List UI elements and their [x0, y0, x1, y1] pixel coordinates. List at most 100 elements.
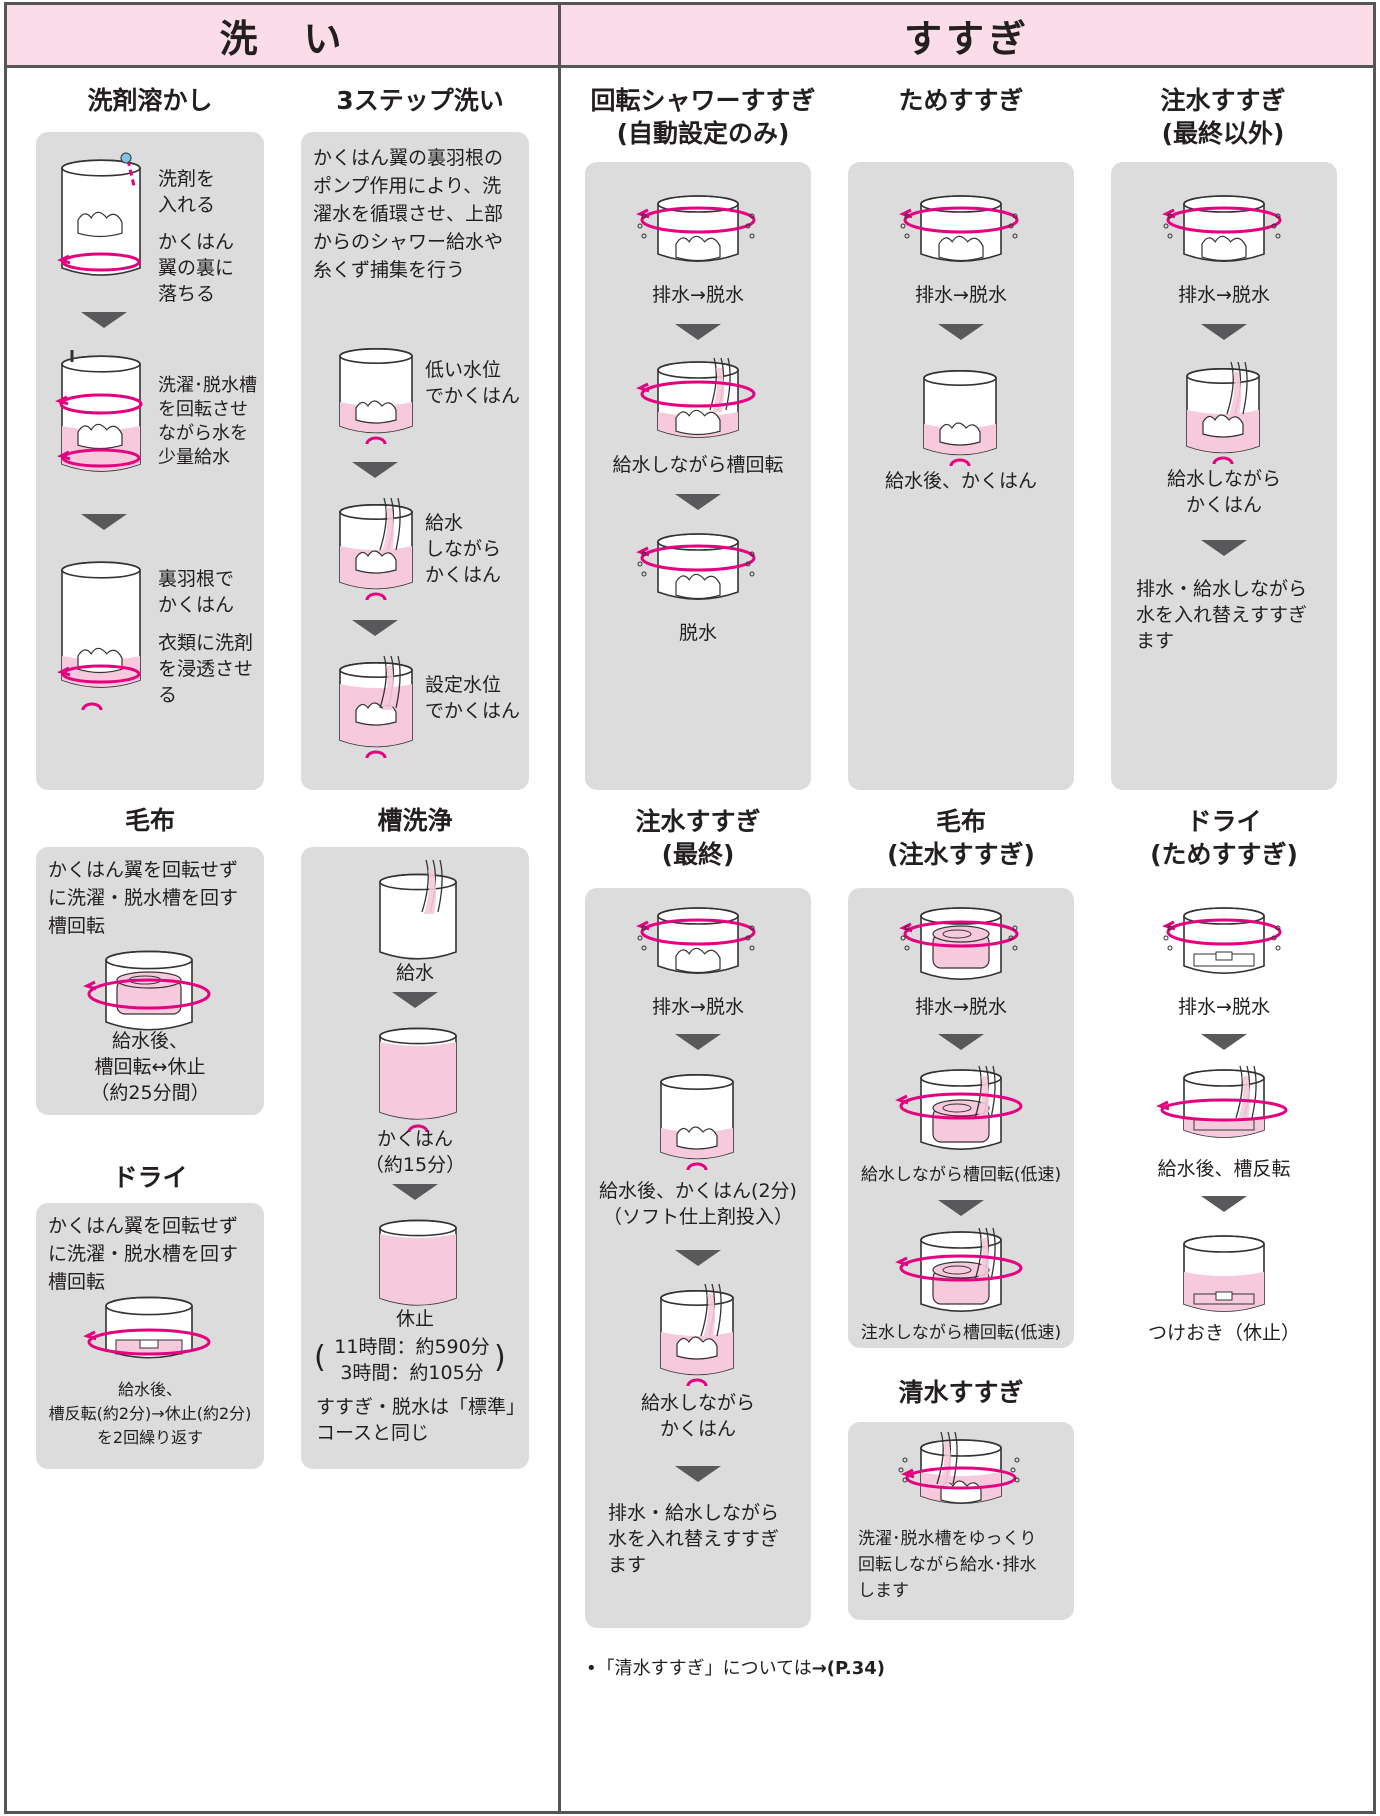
pour-rinse-final-title: 注水すすぎ(最終) — [635, 807, 761, 869]
flow-arrow — [81, 514, 127, 530]
tub-pour-agitate-icon — [660, 1283, 734, 1387]
tub-agitate-icon — [660, 1074, 734, 1171]
footnote-text: •「清水すすぎ」については — [586, 1658, 812, 1679]
step-text: 給水後、槽反転 — [1157, 1158, 1291, 1180]
washer-tub-detergent-icon — [57, 152, 141, 276]
step-text: 洗剤を入れる — [158, 168, 216, 216]
paren-left: ( — [314, 1340, 326, 1375]
tub-spin-pour-icon — [636, 357, 756, 438]
blanket-roll-icon — [83, 950, 211, 1031]
flow-arrow — [675, 324, 721, 340]
step-text: 排水→脱水 — [1178, 284, 1270, 306]
pour-rinse-mid-panel — [1111, 162, 1337, 790]
blanket-pour-spin-icon — [895, 1065, 1023, 1150]
blanket-pour-spin-icon — [895, 1227, 1023, 1312]
three-step-panel — [301, 132, 529, 790]
tame-rinse-panel — [848, 162, 1074, 790]
step-text: 給水しながらかくはん — [640, 1392, 755, 1440]
step-text: つけおき（休止） — [1147, 1322, 1300, 1344]
step-text: 給水しながらかくはん — [1166, 468, 1281, 516]
tub-filled-icon — [379, 1027, 457, 1133]
step-text: 排水→脱水 — [652, 284, 744, 306]
blanket-description: かくはん翼を回転せずに洗濯・脱水槽を回す槽回転 — [48, 859, 239, 937]
tub-drain-spin-icon — [636, 907, 756, 974]
step-text: 休止 — [395, 1308, 434, 1330]
tub-drain-spin-icon — [636, 195, 756, 262]
step-text: 給水しながらかくはん — [425, 512, 502, 586]
dry-tub-reverse-icon — [1156, 1065, 1288, 1138]
dry-tub-drain-icon — [1162, 907, 1282, 974]
page-link[interactable]: →(P.34) — [811, 1658, 886, 1679]
flow-arrow — [938, 324, 984, 340]
blanket-caption: 給水後、槽回転↔休止（約25分間） — [90, 1030, 210, 1104]
column-divider — [558, 2, 561, 1814]
washer-tub-agitate-icon — [57, 561, 141, 711]
flow-arrow — [675, 1466, 721, 1482]
flow-arrow — [392, 992, 438, 1008]
tub-rest-icon — [379, 1219, 457, 1306]
step-text: 給水しながら槽回転 — [612, 454, 784, 476]
clear-rinse-note: 洗濯･脱水槽をゆっくり回転しながら給水･排水します — [858, 1529, 1037, 1601]
tub-low-water-icon — [339, 348, 413, 445]
three-step-title: 3ステップ洗い — [336, 86, 504, 115]
dry-title: ドライ — [112, 1163, 188, 1192]
flow-arrow — [352, 462, 398, 478]
step-text: かくはん（約15分） — [364, 1128, 466, 1176]
pour-rinse-mid-title: 注水すすぎ(最終以外) — [1160, 86, 1286, 148]
flow-arrow — [675, 1250, 721, 1266]
pour-rinse-final-note: 排水・給水しながら水を入れ替えすすぎます — [608, 1502, 780, 1576]
footnote: •「清水すすぎ」については→(P.34) — [586, 1656, 885, 1682]
detergent-title: 洗剤溶かし — [87, 86, 213, 115]
paren-right: ) — [494, 1340, 506, 1375]
step-text: 給水しながら槽回転(低速) — [860, 1165, 1062, 1185]
step-text: 給水後、かくはん(2分)（ソフト仕上剤投入） — [599, 1180, 797, 1228]
step-text: 注水しながら槽回転(低速) — [860, 1323, 1062, 1343]
step-text: 排水→脱水 — [915, 284, 1007, 306]
flow-arrow — [1201, 1196, 1247, 1212]
shower-rinse-title: 回転シャワーすすぎ(自動設定のみ) — [590, 86, 816, 148]
pour-rinse-mid-note: 排水・給水しながら水を入れ替えすすぎます — [1136, 578, 1308, 652]
flow-arrow — [938, 1200, 984, 1216]
flow-arrow — [938, 1034, 984, 1050]
tank-clean-title: 槽洗浄 — [377, 806, 453, 835]
flow-arrow — [1201, 324, 1247, 340]
tub-spin-icon — [636, 533, 756, 600]
step-text: 衣類に洗剤を浸透させる — [158, 632, 254, 706]
tub-drain-spin-icon — [899, 195, 1019, 262]
page-frame — [4, 2, 1376, 1814]
flow-arrow — [675, 1034, 721, 1050]
step-text: 脱水 — [678, 622, 717, 644]
tub-pour-agitate-icon — [1186, 361, 1260, 465]
dry-rinse-title: ドライ(ためすすぎ) — [1150, 807, 1298, 869]
flow-arrow — [1201, 540, 1247, 556]
tub-full-water-icon — [339, 655, 413, 759]
tub-pour-water-icon — [339, 497, 413, 601]
flow-arrow — [81, 312, 127, 328]
tub-pour-icon — [379, 859, 457, 960]
tub-agitate-icon — [923, 370, 997, 467]
blanket-rinse-title: 毛布(注水すすぎ) — [887, 807, 1035, 869]
blanket-drain-icon — [899, 907, 1019, 980]
step-text: 給水 — [395, 962, 434, 984]
step-text: 裏羽根でかくはん — [158, 568, 235, 616]
flow-arrow — [392, 1184, 438, 1200]
step-text: 排水→脱水 — [652, 996, 744, 1018]
flow-arrow — [1201, 1034, 1247, 1050]
dry-tub-reverse-icon — [83, 1296, 211, 1359]
step-text: 排水→脱水 — [915, 996, 1007, 1018]
flow-arrow — [675, 494, 721, 510]
blanket-title: 毛布 — [124, 806, 175, 835]
tub-drain-spin-icon — [1162, 195, 1282, 262]
rinse-header: すすぎ — [561, 5, 1373, 68]
shower-rinse-panel — [585, 162, 811, 790]
step-text: 排水→脱水 — [1178, 996, 1270, 1018]
tame-rinse-title: ためすすぎ — [898, 86, 1024, 115]
dry-tub-soak-icon — [1183, 1235, 1265, 1312]
step-text: 給水後、かくはん — [884, 470, 1037, 492]
dry-caption: 給水後、槽反転(約2分)→休止(約2分)を2回繰り返す — [48, 1380, 252, 1447]
tub-clear-rinse-icon — [898, 1431, 1020, 1504]
washer-tub-filling-icon — [55, 350, 143, 472]
flow-arrow — [352, 620, 398, 636]
step-text: 低い水位でかくはん — [425, 359, 521, 407]
